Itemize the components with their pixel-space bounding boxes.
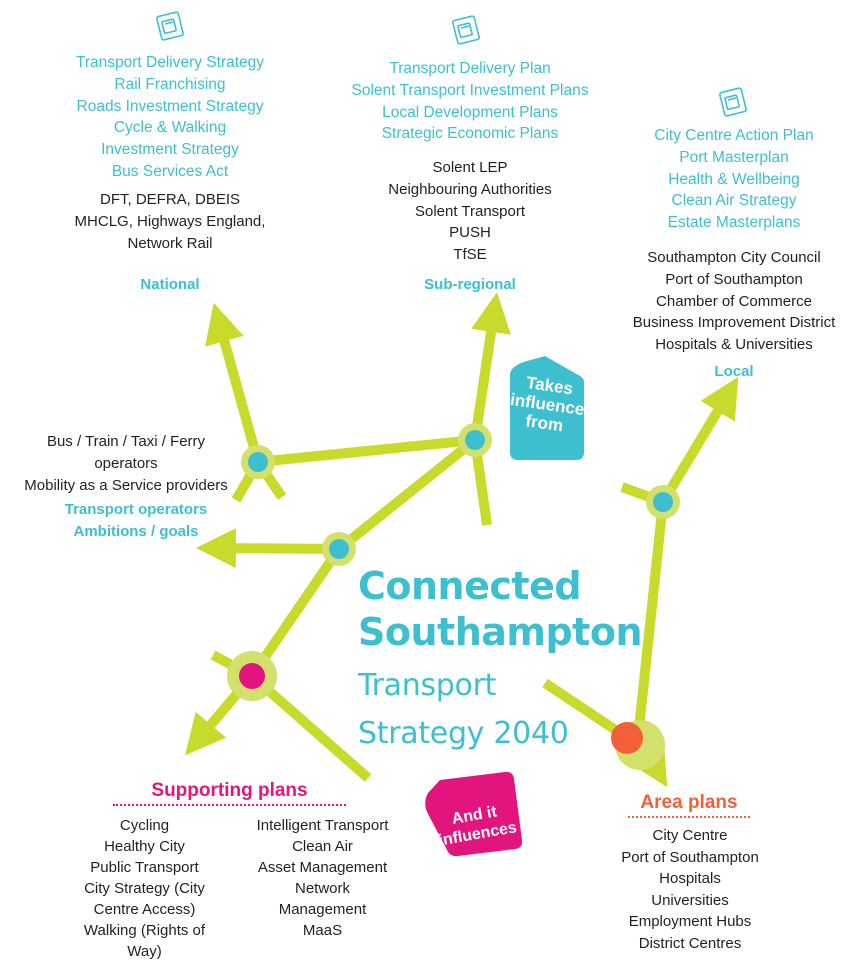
area-item: City Centre [652,827,728,844]
supporting-item: Way) [127,943,162,960]
supporting-col1: Cycling Healthy City Public Transport Ci… [62,815,227,962]
supporting-heading: Supporting plans [151,780,308,801]
supporting-item: Management [278,901,367,918]
area-item: Universities [651,891,729,909]
supporting-item: MaaS [302,922,343,939]
subregional-org: Solent Transport [414,202,526,220]
local-plans: City Centre Action Plan Port Masterplan … [620,125,848,234]
node-subregional [465,430,485,450]
badge-takes-text: Takes influence from [506,371,587,438]
supporting-item: Cycling [119,817,170,834]
operators-line: operators [94,454,158,472]
local-org: Chamber of Commerce [656,292,812,310]
national-org: Network Rail [127,234,213,252]
local-plan: Estate Masterplans [667,214,801,232]
supporting-item: Walking (Rights of [83,922,206,939]
supporting-item: Intelligent Transport [256,817,389,834]
local-plan: Port Masterplan [679,148,789,166]
local-plan: Clean Air Strategy [671,192,797,210]
subregional-plans: Transport Delivery Plan Solent Transport… [330,58,610,145]
national-org: DFT, DEFRA, DBEIS [99,191,241,208]
book-icon-national [156,11,184,41]
national-plan: Roads Investment Strategy [76,97,264,115]
national-org: MHCLG, Highways England, [74,212,266,230]
subregional-org: PUSH [449,224,491,242]
title-southampton: Southampton [358,610,643,654]
area-heading: Area plans [640,792,738,813]
subregional-label: Sub-regional [424,276,516,293]
local-plan: City Centre Action Plan [654,127,814,144]
operators-list: Bus / Train / Taxi / Ferry operators Mob… [6,431,246,496]
badge-takes-influence [510,356,584,460]
title-strategy: Strategy 2040 [358,716,569,751]
arrow-subregional [470,292,511,441]
supporting-item: Healthy City [104,838,185,855]
local-plan: Health & Wellbeing [668,170,800,188]
badge-it-influences [425,771,523,857]
supporting-item: Clean Air [292,838,353,855]
line-blue3-magenta [247,546,344,679]
node-supporting [239,663,265,689]
node-national [248,452,268,472]
national-plan: Bus Services Act [111,162,229,180]
line-teal-down [633,501,668,739]
supporting-item: Public Transport [90,859,199,876]
line-blue2-blue3 [335,436,479,553]
subregional-plan: Solent Transport Investment Plans [351,81,589,99]
node-operators [329,539,349,559]
subregional-plan: Strategic Economic Plans [381,125,559,143]
book-icon-subregional [452,15,480,45]
subregional-orgs: Solent LEP Neighbouring Authorities Sole… [345,157,595,266]
supporting-item: Asset Management [257,859,388,876]
local-org: Hospitals & Universities [655,336,813,354]
supporting-item: Network [294,880,350,897]
arrow-ambitions [196,528,340,569]
ambitions-label: Ambitions / goals [73,523,199,540]
arrow-local [658,376,739,505]
title-transport: Transport [358,668,497,703]
node-area [611,722,643,754]
national-plan: Investment Strategy [101,141,239,159]
area-item: Port of Southampton [621,848,759,866]
supporting-heading-wrap: Supporting plans [113,780,346,806]
area-item: Employment Hubs [628,913,752,930]
area-heading-wrap: Area plans [628,792,750,818]
operators-line: Mobility as a Service providers [24,476,228,494]
subregional-org: Neighbouring Authorities [388,180,552,198]
supporting-item: Centre Access) [93,901,196,918]
area-item: Hospitals [659,870,721,887]
book-icon-local [719,87,747,117]
arrow-national [205,302,263,464]
local-label: Local [714,363,754,380]
national-plans: Transport Delivery Strategy Rail Franchi… [40,52,300,183]
operators-label: Transport operators [64,501,208,518]
local-org: Southampton City Council [647,249,821,266]
supporting-divider [113,804,346,806]
local-org: Business Improvement District [632,314,836,332]
line-magenta-down [248,672,372,782]
national-plan: Transport Delivery Strategy [75,54,265,71]
area-divider [628,816,750,818]
line-title-to-area [542,678,629,742]
national-plan: Rail Franchising [114,75,226,93]
supporting-col2: Intelligent Transport Clean Air Asset Ma… [235,815,410,941]
national-plan: Cycle & Walking [113,119,227,137]
subregional-plan: Transport Delivery Plan [389,60,551,77]
node-local [653,492,673,512]
local-org: Port of Southampton [665,270,803,288]
title-connected: Connected [358,564,582,608]
area-list: City Centre Port of Southampton Hospital… [595,825,785,954]
line-blue1-blue2 [257,435,476,467]
subregional-org: TfSE [453,246,487,264]
subregional-org: Solent LEP [432,159,508,176]
operators-line: Bus / Train / Taxi / Ferry [46,433,206,450]
subregional-plan: Local Development Plans [382,103,558,121]
national-label: National [140,276,200,293]
supporting-item: City Strategy (City [84,880,205,897]
local-orgs: Southampton City Council Port of Southam… [617,247,851,356]
area-item: District Centres [638,934,742,952]
national-orgs: DFT, DEFRA, DBEIS MHCLG, Highways Englan… [40,189,300,254]
